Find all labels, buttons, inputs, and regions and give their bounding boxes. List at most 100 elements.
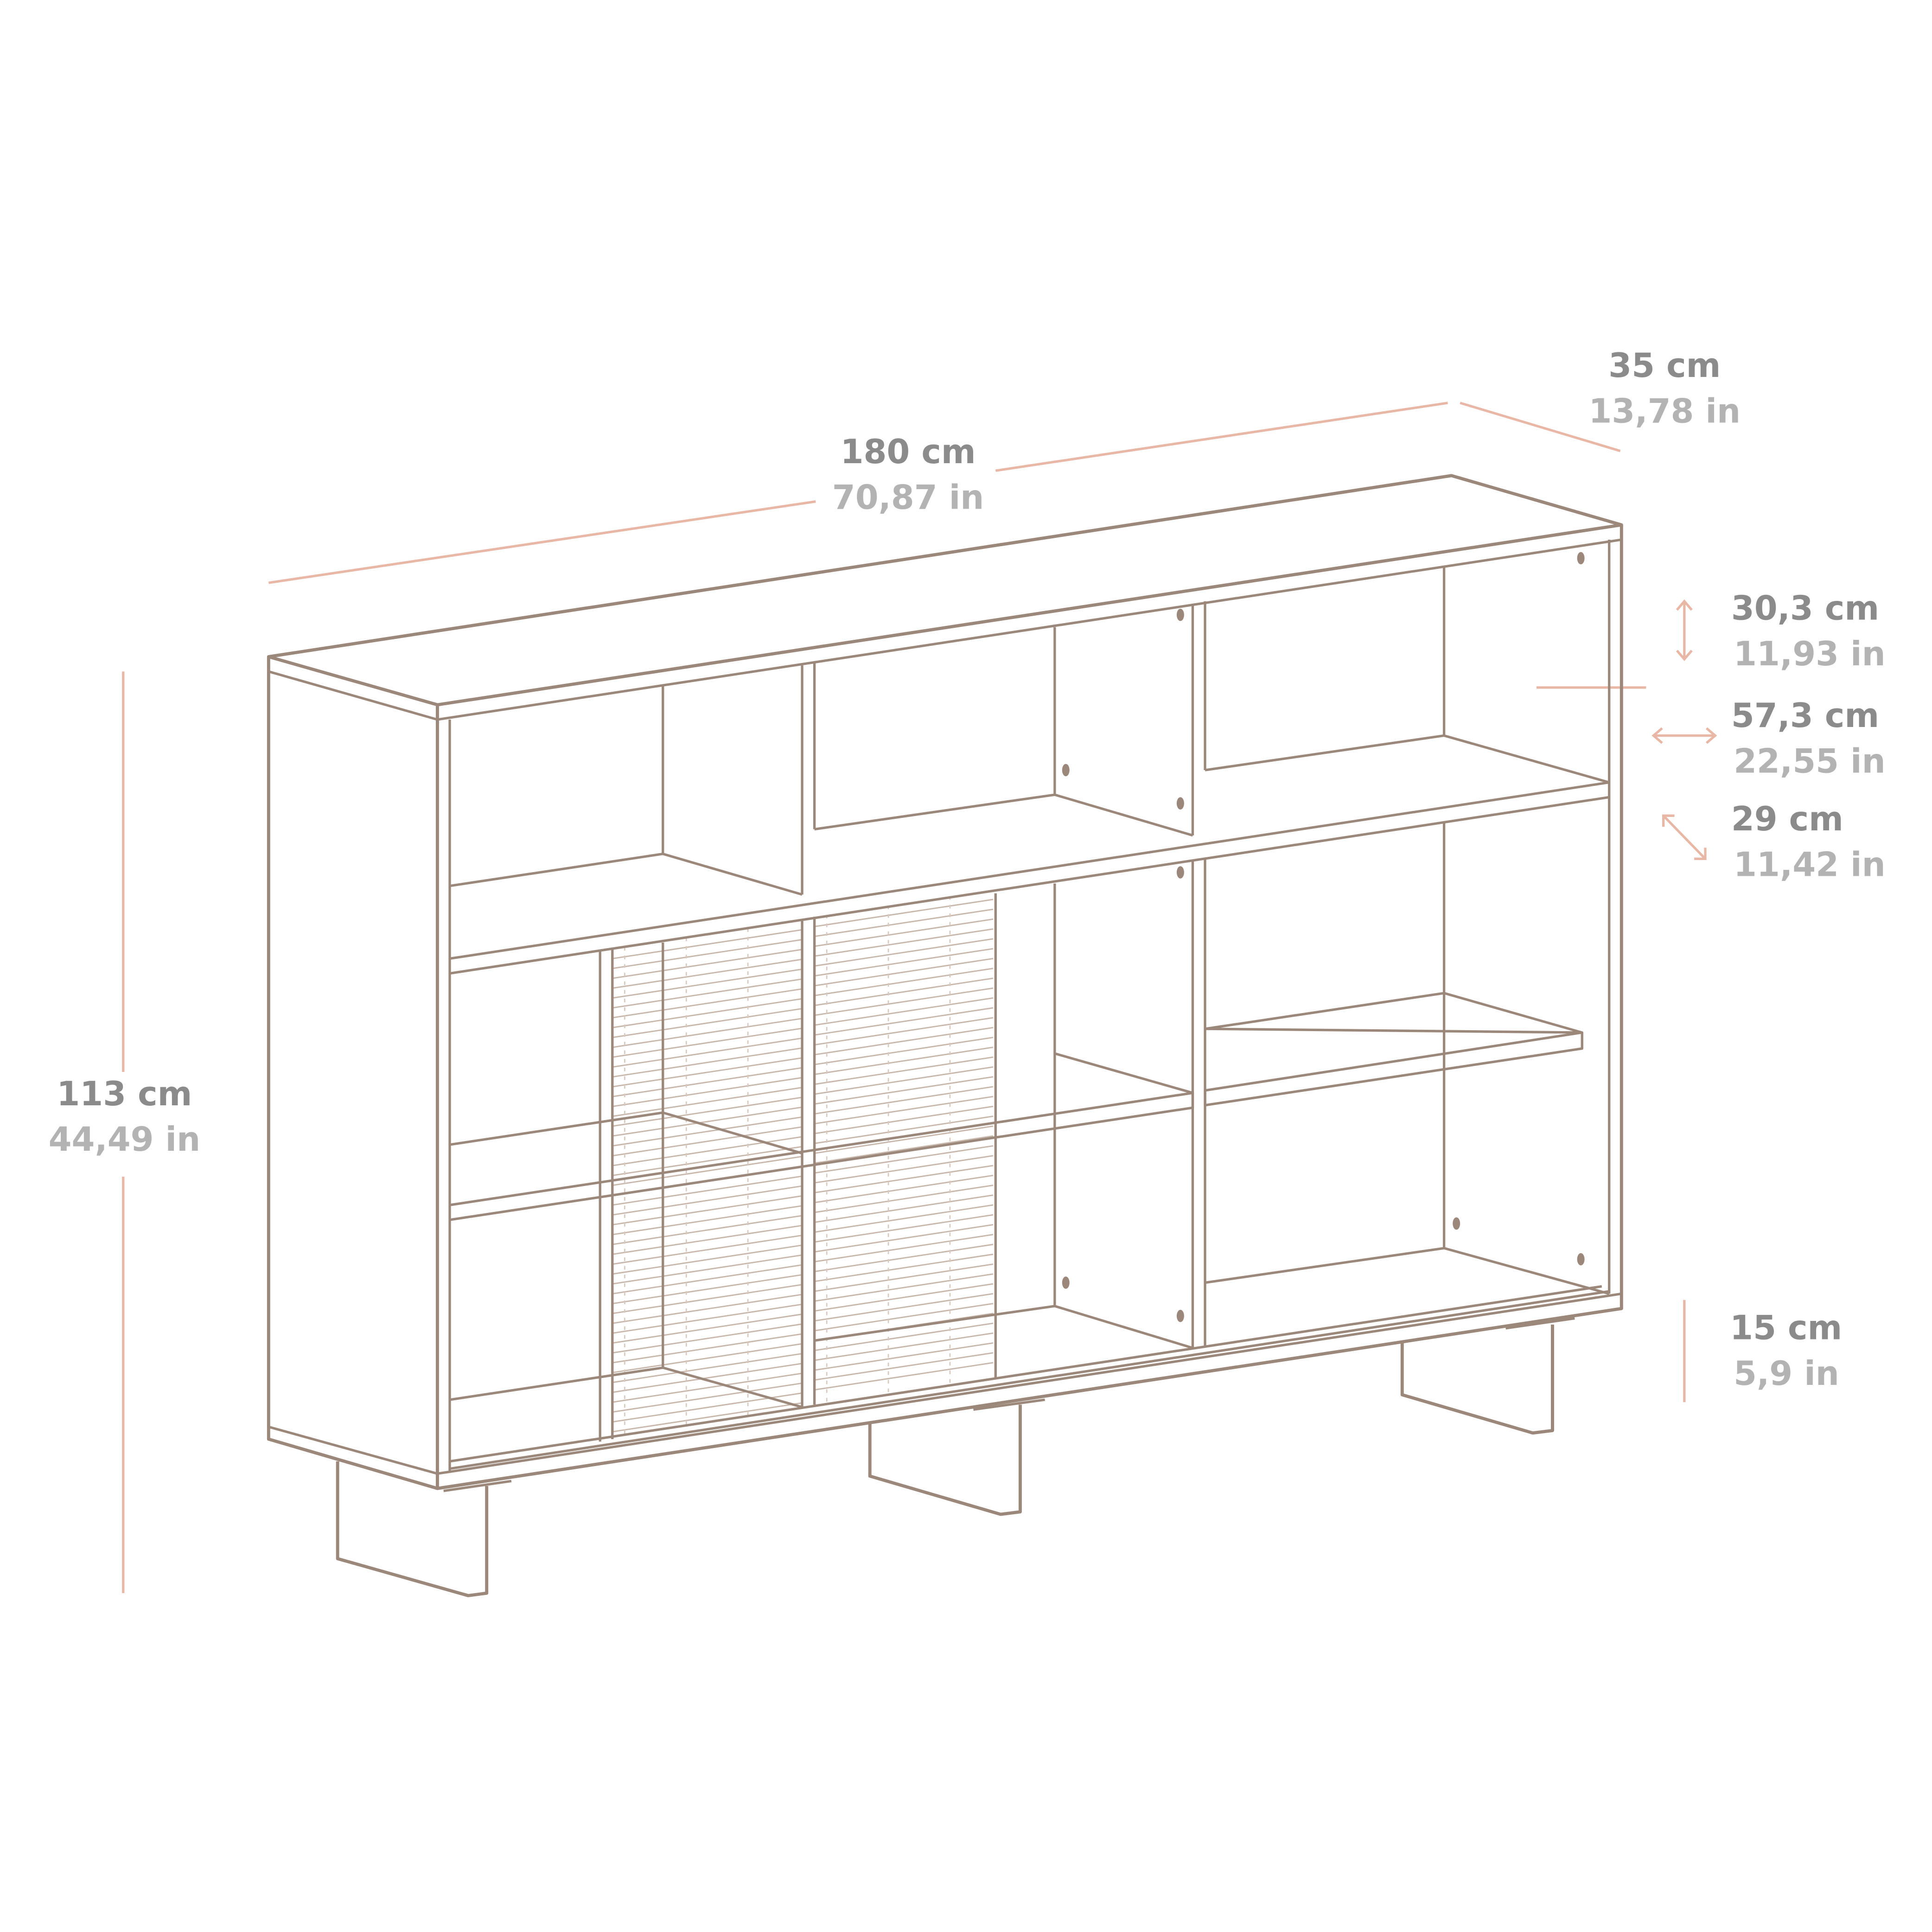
door-slat [612, 1372, 803, 1403]
door-slat [814, 948, 994, 977]
door-slat [814, 918, 994, 947]
width-cm-label: 180 cm [841, 432, 976, 471]
legs [336, 1317, 1575, 1597]
door-slat [814, 1027, 994, 1056]
door-slat [612, 1274, 803, 1305]
door-slat [612, 1234, 803, 1265]
door-slat [612, 1323, 803, 1354]
door-slat [612, 968, 803, 999]
leg-left [336, 1461, 489, 1597]
depth-cm-label: 35 cm [1608, 346, 1721, 385]
width-dimension-line [995, 402, 1448, 472]
door-slat [814, 928, 994, 957]
door-slat [814, 1214, 994, 1243]
door-slat [612, 1303, 803, 1334]
door-slat [814, 997, 994, 1026]
dimension-labels: 180 cm 70,87 in 35 cm 13,78 in 113 cm 44… [49, 346, 1886, 1393]
compartment-depth-cm-label: 29 cm [1731, 799, 1843, 838]
door-slat [814, 1253, 994, 1282]
door-slat [814, 1046, 994, 1075]
cabinet-outline [267, 474, 1623, 1490]
door-slat [814, 1056, 994, 1085]
door-slat [612, 1126, 803, 1157]
compartment-height-in-label: 11,93 in [1734, 634, 1886, 673]
door-slat [612, 958, 803, 989]
door-slat [814, 1194, 994, 1223]
door-slat [814, 1007, 994, 1036]
door-slat [612, 1047, 803, 1078]
door-slat [612, 1353, 803, 1384]
door-slat [612, 949, 803, 979]
height-cm-label: 113 cm [57, 1074, 192, 1113]
door-slat [814, 1352, 994, 1381]
door-slat [612, 1037, 803, 1068]
door-slat [612, 1175, 803, 1206]
door-slat [814, 1096, 994, 1125]
door-slat [814, 1017, 994, 1046]
door-slat [814, 968, 994, 996]
door-slat [612, 1244, 803, 1275]
door-slat [612, 1087, 803, 1117]
door-slat [814, 1322, 994, 1352]
door-slat [814, 1362, 994, 1391]
door-slat [612, 1205, 803, 1236]
door-slat [612, 1067, 803, 1097]
depth-dimension-line [1460, 402, 1621, 453]
door-slat [612, 1155, 803, 1186]
door-slat [814, 1135, 994, 1164]
door-slat [612, 1185, 803, 1216]
door-slat [814, 1332, 994, 1361]
door-slat [612, 1294, 803, 1324]
door-slat [814, 1243, 994, 1273]
door-slat [814, 1105, 994, 1135]
door-slat [814, 1125, 994, 1154]
door-slat [612, 1264, 803, 1294]
door-slat [814, 1165, 994, 1193]
door-slat [612, 998, 803, 1028]
compartment-width-cm-label: 57,3 cm [1731, 696, 1879, 735]
door-slat [612, 1057, 803, 1088]
compartment-height-cm-label: 30,3 cm [1731, 589, 1879, 628]
width-dimension-line [268, 500, 816, 584]
compartment-depth-in-label: 11,42 in [1734, 845, 1886, 884]
horizontal-double-arrow-icon [1651, 727, 1717, 744]
leg-height-in-label: 5,9 in [1734, 1354, 1839, 1393]
door-slat [814, 1224, 994, 1253]
door-slat [814, 987, 994, 1016]
leg-middle [868, 1404, 1022, 1516]
vertical-double-arrow-icon [1676, 599, 1693, 661]
door-slat [612, 1106, 803, 1137]
door-slat [814, 1155, 994, 1184]
door-slat [612, 1146, 803, 1176]
door-slat [814, 1116, 994, 1144]
door-slat [814, 1234, 994, 1262]
door-slat [814, 1342, 994, 1371]
door-slat [814, 1273, 994, 1302]
door-slat [814, 1145, 994, 1174]
height-in-label: 44,49 in [49, 1120, 201, 1159]
door-slat [612, 1382, 803, 1413]
door-slat [814, 1037, 994, 1065]
door-slat [814, 1174, 994, 1204]
width-in-label: 70,87 in [832, 478, 984, 517]
diagonal-double-arrow-icon [1662, 814, 1707, 860]
door-slat [814, 1293, 994, 1322]
door-slat [814, 908, 994, 937]
leg-right [1400, 1324, 1554, 1435]
door-slat [814, 938, 994, 967]
compartment-width-in-label: 22,55 in [1734, 741, 1886, 780]
door-slat [814, 899, 994, 927]
door-slat [612, 1018, 803, 1048]
door-slat [814, 1263, 994, 1292]
door-slat [612, 1077, 803, 1107]
depth-in-label: 13,78 in [1589, 392, 1741, 431]
door-slat [814, 1184, 994, 1213]
door-slat [814, 977, 994, 1006]
door-slat [612, 1314, 803, 1344]
door-slat [814, 1303, 994, 1332]
door-slat [814, 1204, 994, 1233]
door-slat [612, 1343, 803, 1373]
leg-height-cm-label: 15 cm [1730, 1308, 1842, 1347]
door-slat [612, 1402, 803, 1433]
